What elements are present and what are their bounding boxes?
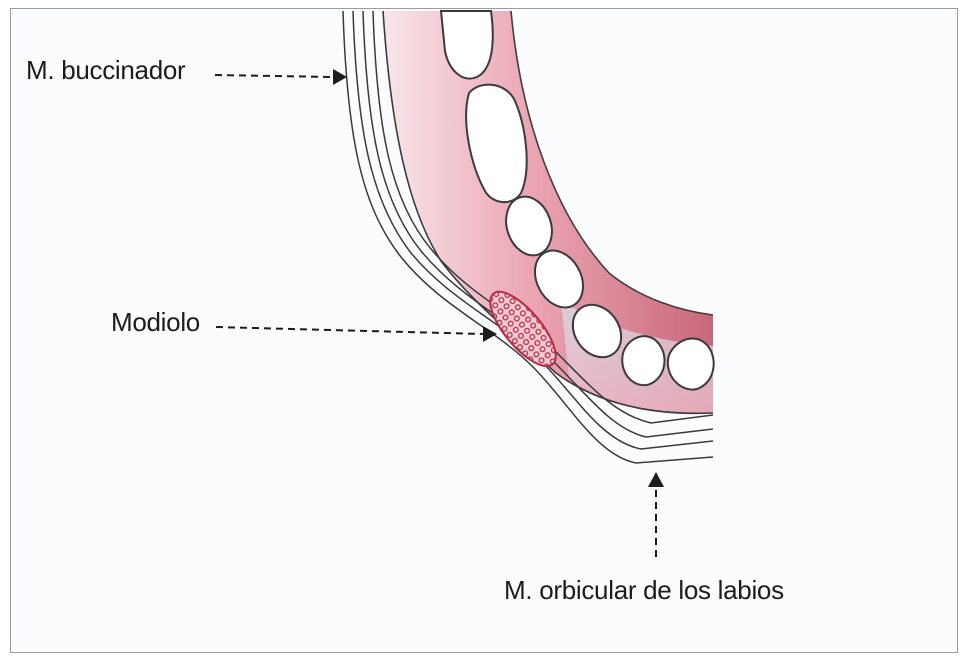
leader-orbicularis [648, 472, 664, 557]
label-buccinator: M. buccinador [26, 55, 185, 86]
leader-buccinator [215, 69, 347, 85]
leader-modiolus [216, 326, 497, 342]
arrowhead-right-icon [483, 326, 497, 342]
arrowhead-up-icon [648, 472, 664, 487]
tooth-incisor-lateral [622, 336, 664, 385]
label-modiolus: Modiolo [111, 307, 200, 338]
figure-frame: M. buccinador Modiolo M. orbicular de lo… [10, 8, 958, 653]
arrowhead-right-icon [333, 69, 347, 85]
tooth-incisor-central [668, 339, 714, 390]
label-orbicularis: M. orbicular de los labios [504, 575, 784, 606]
